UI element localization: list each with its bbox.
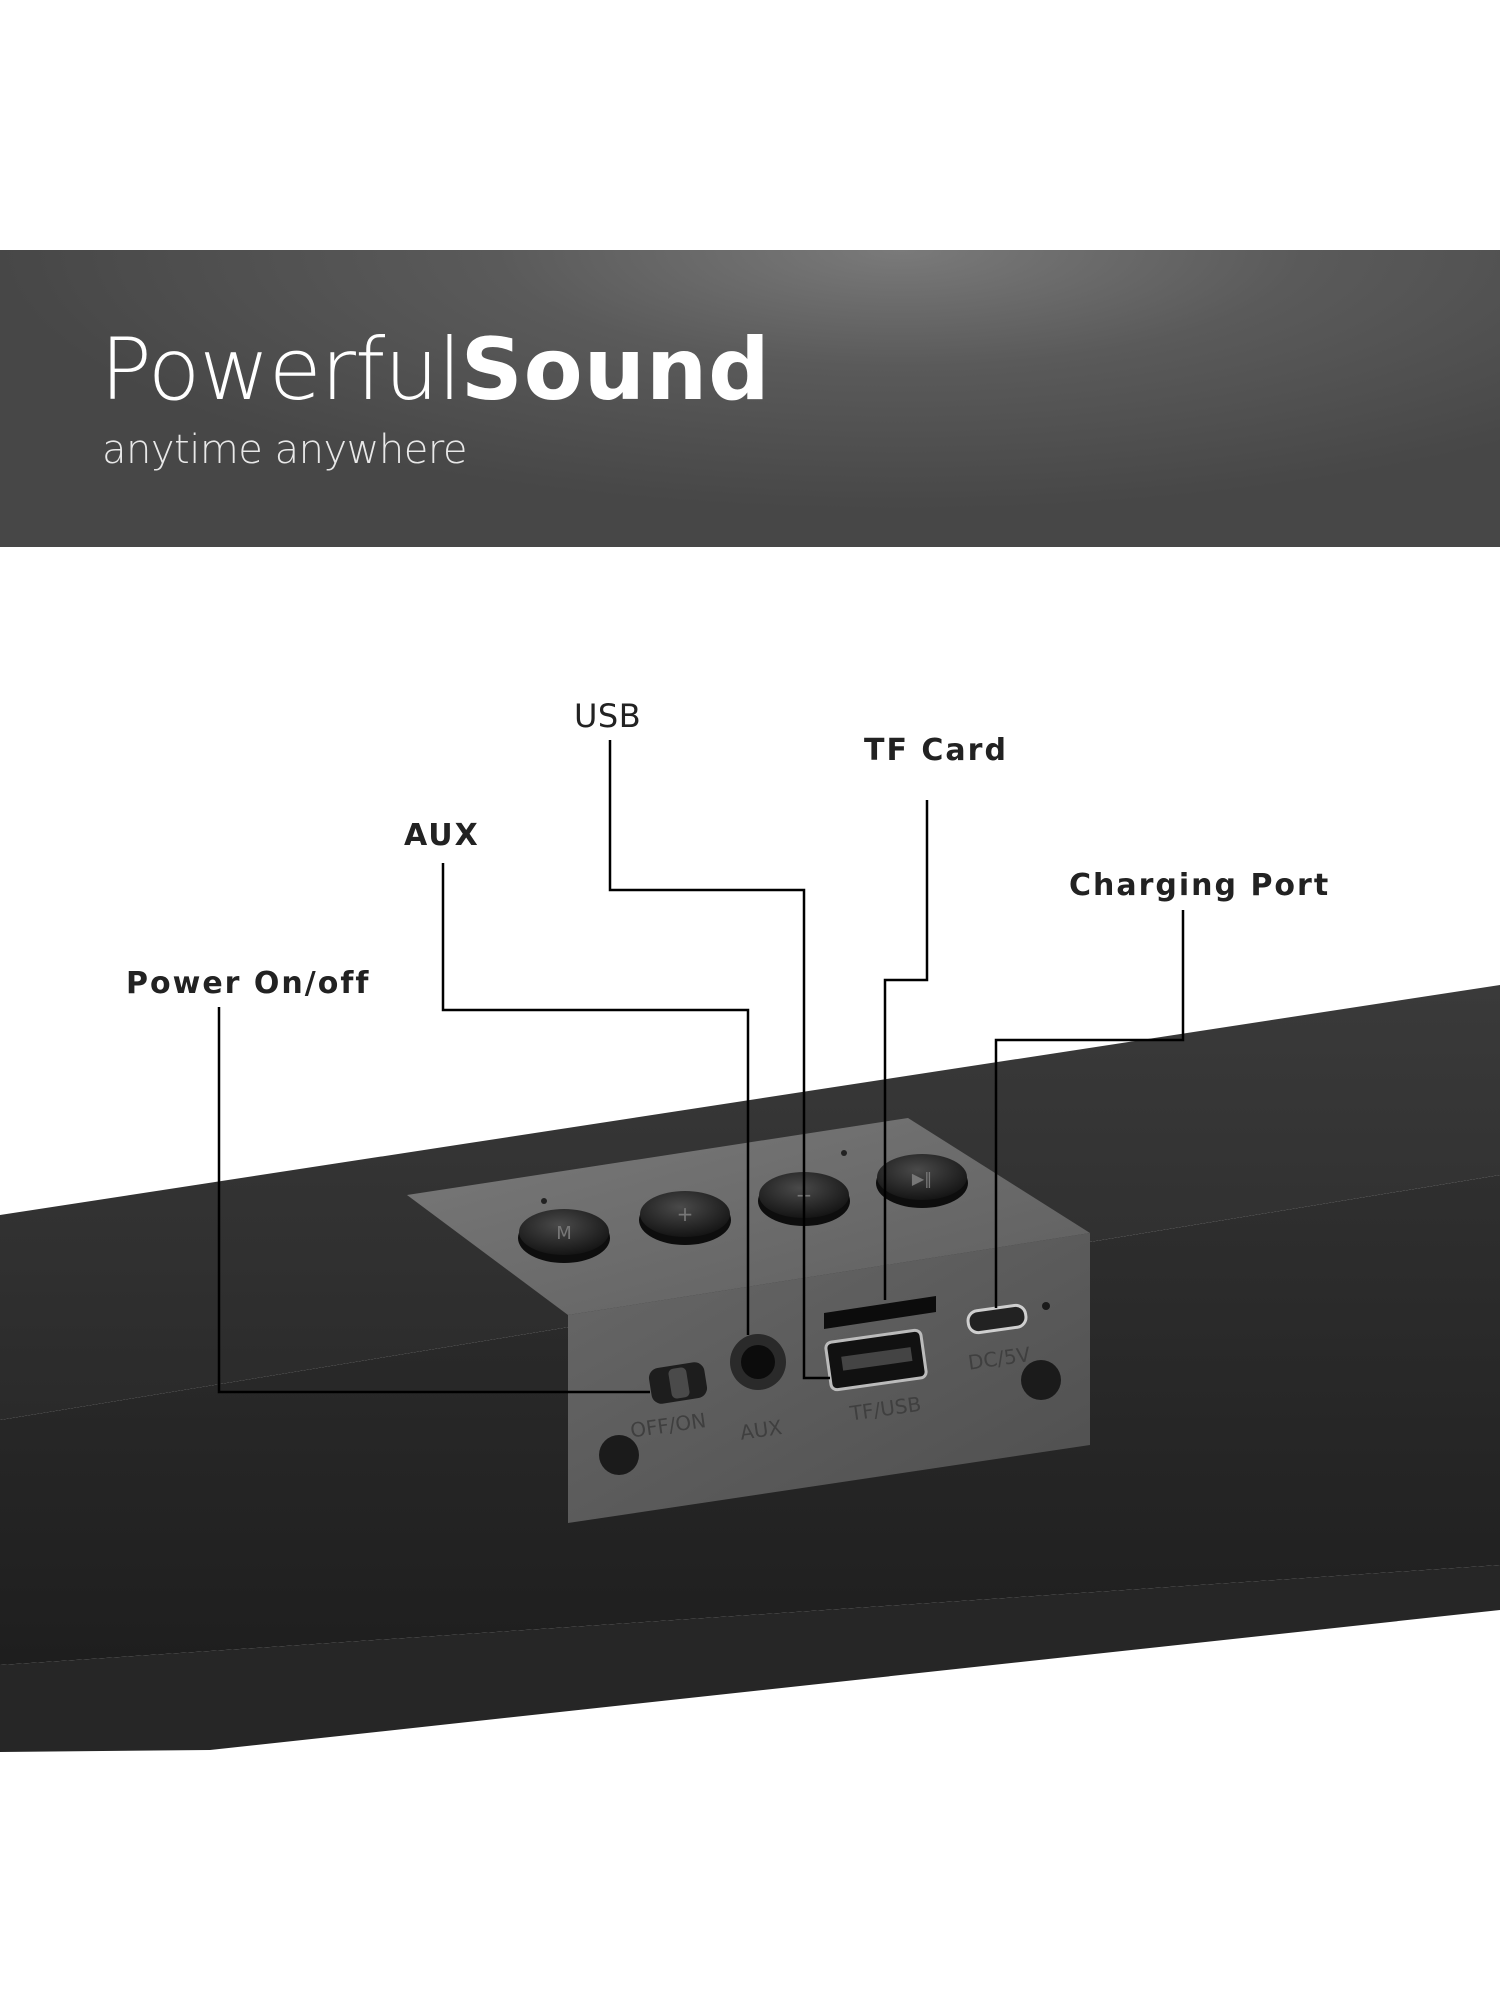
button-mode[interactable]: M <box>518 1209 610 1263</box>
banner-subtitle: anytime anywhere <box>102 427 468 473</box>
callout-usb: USB <box>574 697 642 735</box>
leader-tf <box>883 800 929 1300</box>
callout-tf-card: TF Card <box>864 733 1008 768</box>
charge-led <box>1042 1302 1050 1310</box>
charging-port[interactable] <box>966 1303 1028 1335</box>
aux-port[interactable] <box>730 1334 786 1390</box>
callout-aux: AUX <box>404 818 480 853</box>
led-right <box>841 1150 847 1156</box>
leader-power <box>217 1007 650 1394</box>
marking-aux: AUX <box>739 1415 784 1445</box>
title-light: Powerful <box>100 320 462 420</box>
callout-charging-port: Charging Port <box>1069 868 1331 903</box>
power-switch[interactable] <box>648 1361 709 1405</box>
mount-hole-right <box>1021 1360 1061 1400</box>
header-banner <box>0 250 1500 547</box>
button-play-pause[interactable]: ▶‖ <box>876 1154 968 1208</box>
mount-hole-left <box>599 1435 639 1475</box>
button-plus[interactable]: + <box>639 1191 731 1245</box>
led-left <box>541 1198 547 1204</box>
usb-port[interactable] <box>824 1328 928 1392</box>
soundbar-bottom-edge <box>0 1565 1500 1752</box>
callout-power: Power On/off <box>126 966 371 1001</box>
leader-aux <box>441 863 750 1335</box>
play-pause-icon: ▶‖ <box>912 1169 932 1188</box>
banner-title: PowerfulSound <box>100 320 771 420</box>
plus-icon: + <box>677 1202 694 1226</box>
leader-usb <box>608 740 830 1380</box>
leader-charging <box>994 910 1185 1308</box>
tf-card-slot[interactable] <box>824 1296 936 1329</box>
title-bold: Sound <box>460 320 771 420</box>
mode-icon: M <box>556 1223 572 1244</box>
